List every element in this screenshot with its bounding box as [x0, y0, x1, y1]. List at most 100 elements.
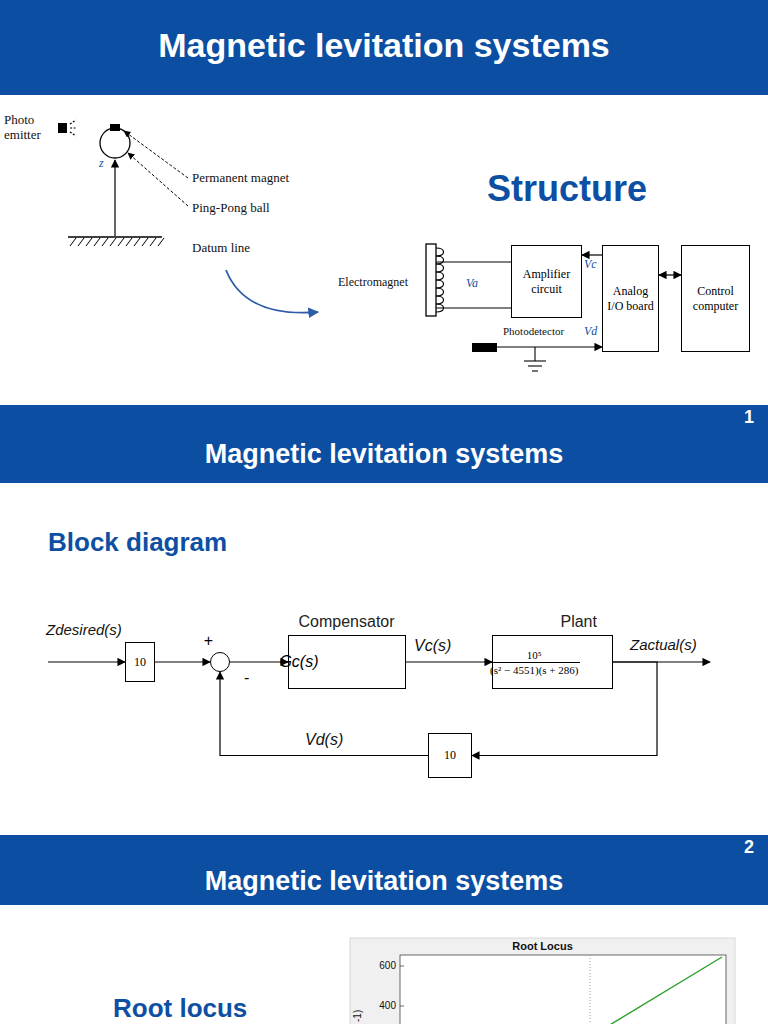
- datum-line: [94, 238, 100, 246]
- electromagnet-coil: [436, 288, 444, 296]
- block-heading: Compensator: [299, 613, 395, 631]
- node-content: 10: [444, 748, 456, 763]
- block-heading: Plant: [560, 613, 596, 631]
- compensator-box: Gc(s)Compensator: [288, 635, 406, 689]
- photo-emitter-symbol: [58, 123, 67, 133]
- datum-line: [70, 238, 76, 246]
- electromagnet-coil: [436, 262, 444, 308]
- datum-line: [102, 238, 108, 246]
- datum-line: [68, 237, 164, 246]
- datum-line: [68, 236, 162, 237]
- slide-title: Magnetic levitation systems: [0, 439, 768, 470]
- chart-title: Root Locus: [350, 940, 735, 953]
- datum-line: [118, 238, 124, 246]
- signal-name: Vd(s): [305, 731, 343, 749]
- photo-emitter-symbol: [70, 120, 77, 136]
- signal-connector: [155, 661, 210, 662]
- leader-line: [128, 153, 188, 206]
- node-content: Analog I/O board: [607, 284, 654, 314]
- block-text: 10: [444, 748, 456, 763]
- permanent-magnet: [110, 124, 120, 131]
- signal-name: Vc(s): [414, 637, 451, 655]
- node-content: 10⁵(s² − 4551)(s + 286): [488, 649, 580, 676]
- signal-connector: [582, 254, 602, 255]
- part-label: Ping-Pong ball: [192, 201, 270, 216]
- root-locus-plot: [350, 938, 735, 1024]
- electromagnet-coil: [436, 264, 444, 272]
- node-content: Amplifier circuit: [516, 267, 577, 297]
- electromagnet-coil: [436, 272, 444, 280]
- header-bar: [0, 405, 768, 483]
- section-heading: Root locus: [113, 994, 247, 1024]
- part-label: Datum line: [192, 241, 250, 256]
- slide-title: Magnetic levitation systems: [0, 866, 768, 897]
- flow-arrow: [226, 270, 318, 313]
- signal-name: Vc: [584, 258, 597, 272]
- block-text: Control computer: [686, 284, 745, 314]
- node-content: Control computer: [686, 284, 745, 314]
- electromagnet-coil: [444, 307, 511, 308]
- datum-line: [78, 238, 84, 246]
- slide-number: 1: [738, 407, 760, 428]
- header-bar: [0, 0, 768, 95]
- signal-name: Zdesired(s): [46, 621, 122, 638]
- root-locus-plot: [400, 955, 726, 1024]
- sign-label: -: [244, 670, 249, 686]
- block-text: 10⁵: [488, 649, 580, 662]
- root-locus-plot: [590, 955, 591, 1024]
- electromagnet-coil: [436, 296, 444, 304]
- signal-connector: [406, 661, 492, 662]
- block-text: Analog I/O board: [607, 284, 654, 314]
- electromagnet-coil: [426, 244, 436, 316]
- feedback-box: 10: [428, 733, 472, 778]
- axis-title: -1): [352, 1010, 364, 1022]
- photodetector-symbol: [532, 370, 538, 371]
- datum-line: [126, 238, 132, 246]
- header-bar: [0, 835, 768, 905]
- node-content: Gc(s): [279, 653, 318, 671]
- section-heading: Block diagram: [48, 528, 227, 558]
- root-locus-plot: [400, 1006, 404, 1007]
- electromagnet-coil: [426, 244, 511, 316]
- leader-line: [124, 131, 188, 206]
- photodetector-symbol: [497, 346, 602, 347]
- leader-line: [124, 131, 188, 178]
- io-board-box: Analog I/O board: [602, 245, 659, 352]
- part-label: Photodetector: [503, 325, 564, 338]
- photodetector-symbol: [524, 360, 546, 361]
- electromagnet-coil: [436, 256, 444, 264]
- axis-tick: 600: [370, 960, 396, 972]
- block-text: Amplifier circuit: [516, 267, 577, 297]
- datum-line: [142, 238, 148, 246]
- part-label: Photo emitter: [4, 113, 54, 143]
- datum-line: [150, 238, 156, 246]
- section-heading: Structure: [487, 168, 647, 209]
- gain-box: 10: [125, 642, 155, 682]
- signal-wire: [48, 661, 125, 662]
- root-locus-plot: [400, 966, 404, 967]
- signal-connector: [230, 661, 288, 662]
- block-text: 10: [134, 655, 146, 670]
- block-text: Gc(s): [279, 653, 318, 671]
- signal-name: Zactual(s): [630, 636, 697, 653]
- sign-label: +: [204, 633, 213, 649]
- photodetector-symbol: [534, 347, 535, 361]
- part-label: Electromagnet: [338, 276, 408, 290]
- part-label: Permanent magnet: [192, 171, 289, 186]
- axis-name: z: [99, 157, 104, 171]
- datum-line: [110, 238, 116, 246]
- height-arrow: [114, 160, 115, 236]
- permanent-magnet: [110, 124, 120, 131]
- plant-box: 10⁵(s² − 4551)(s + 286)Plant: [492, 635, 613, 689]
- signal-name: Vd: [584, 325, 597, 339]
- datum-line: [134, 238, 140, 246]
- signal-name: Va: [466, 277, 478, 291]
- node-content: 10: [134, 655, 146, 670]
- slide-number: 2: [738, 837, 760, 858]
- amplifier-box: Amplifier circuit: [511, 245, 582, 318]
- electromagnet-coil: [436, 280, 444, 288]
- block-text: (s² − 4551)(s + 286): [488, 662, 580, 676]
- electromagnet-coil: [444, 261, 511, 262]
- slide-title: Magnetic levitation systems: [0, 26, 768, 65]
- photodetector-symbol: [528, 365, 542, 366]
